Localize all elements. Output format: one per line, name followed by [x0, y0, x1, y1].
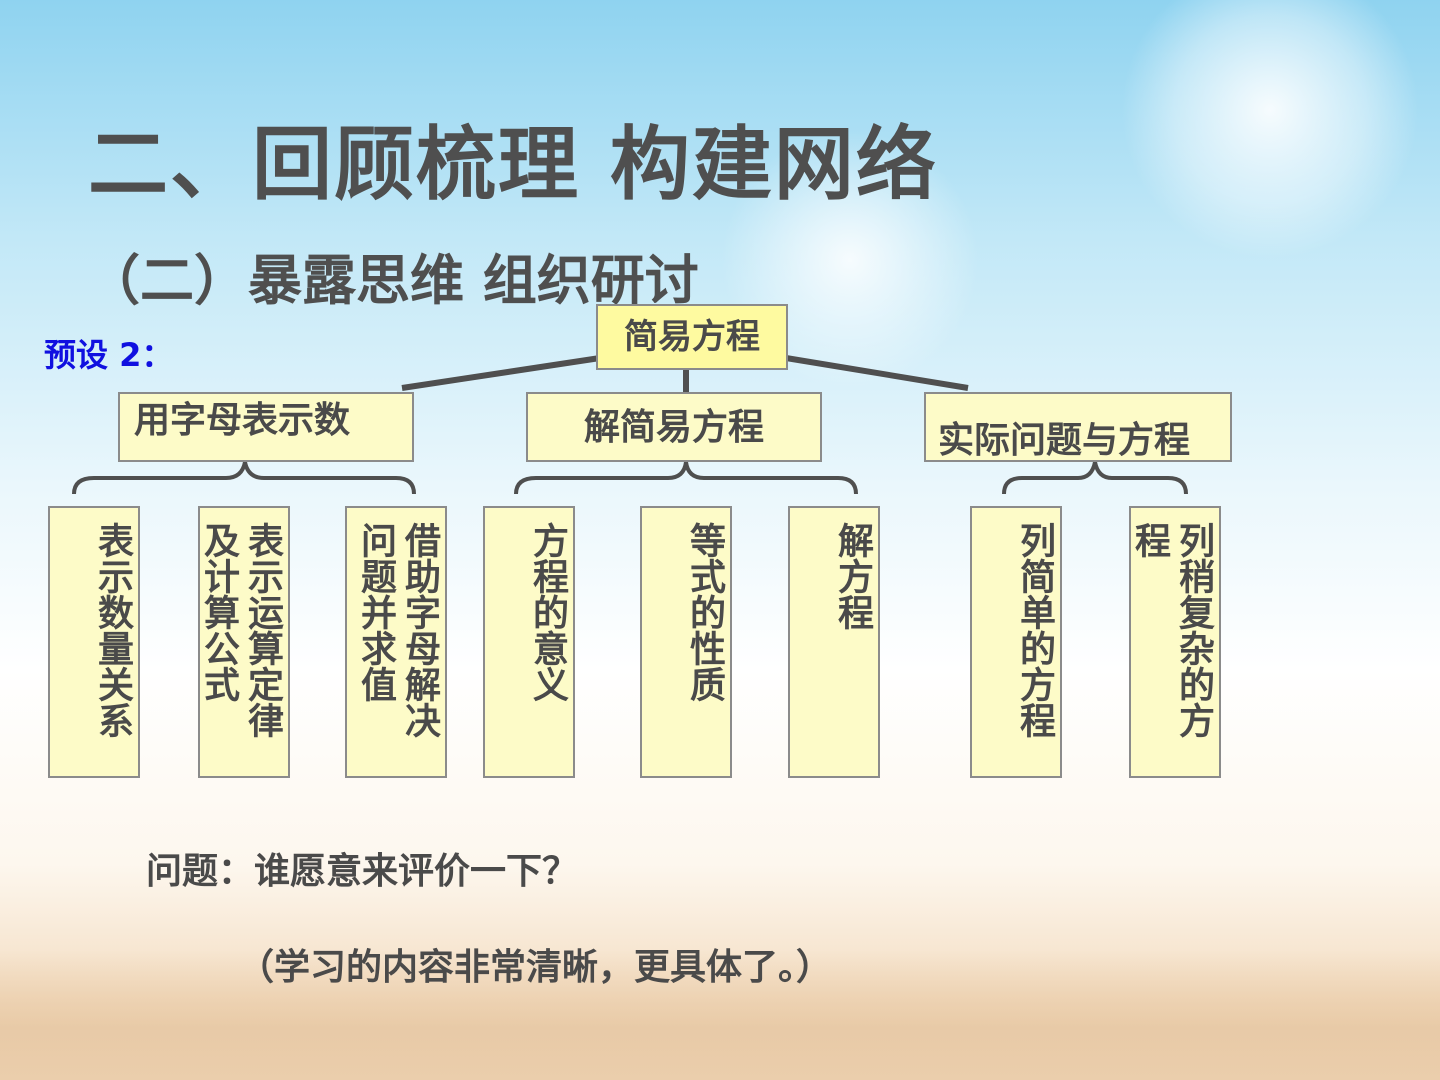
sand-background: [0, 950, 1440, 1080]
brace-cat3: [1002, 461, 1188, 495]
leaf-node: 表示数量关系: [48, 506, 140, 778]
leaf-node: 等式的性质: [640, 506, 732, 778]
root-node: 简易方程: [596, 304, 788, 370]
connector-root-cat3: [785, 355, 969, 391]
slide-subtitle: （二）暴露思维 组织研讨: [86, 249, 699, 312]
question-text: 问题：谁愿意来评价一下？: [146, 851, 579, 892]
category-node: 实际问题与方程: [924, 392, 1232, 462]
leaf-node: 表示运算定律及计算公式: [198, 506, 290, 778]
connector-root-cat1: [401, 355, 601, 391]
leaf-node: 借助字母解决问题并求值: [345, 506, 447, 778]
leaf-node: 解方程: [788, 506, 880, 778]
preset-label: 预设 2：: [44, 336, 174, 374]
slide-title: 二、回顾梳理 构建网络: [88, 118, 938, 211]
leaf-node: 列稍复杂的方程: [1129, 506, 1221, 778]
category-node: 用字母表示数: [118, 392, 414, 462]
leaf-node: 方程的意义: [483, 506, 575, 778]
leaf-node: 列简单的方程: [970, 506, 1062, 778]
brace-cat2: [514, 461, 858, 495]
category-node: 解简易方程: [526, 392, 822, 462]
answer-text: （学习的内容非常清晰，更具体了。）: [238, 947, 833, 988]
brace-cat1: [72, 461, 416, 495]
